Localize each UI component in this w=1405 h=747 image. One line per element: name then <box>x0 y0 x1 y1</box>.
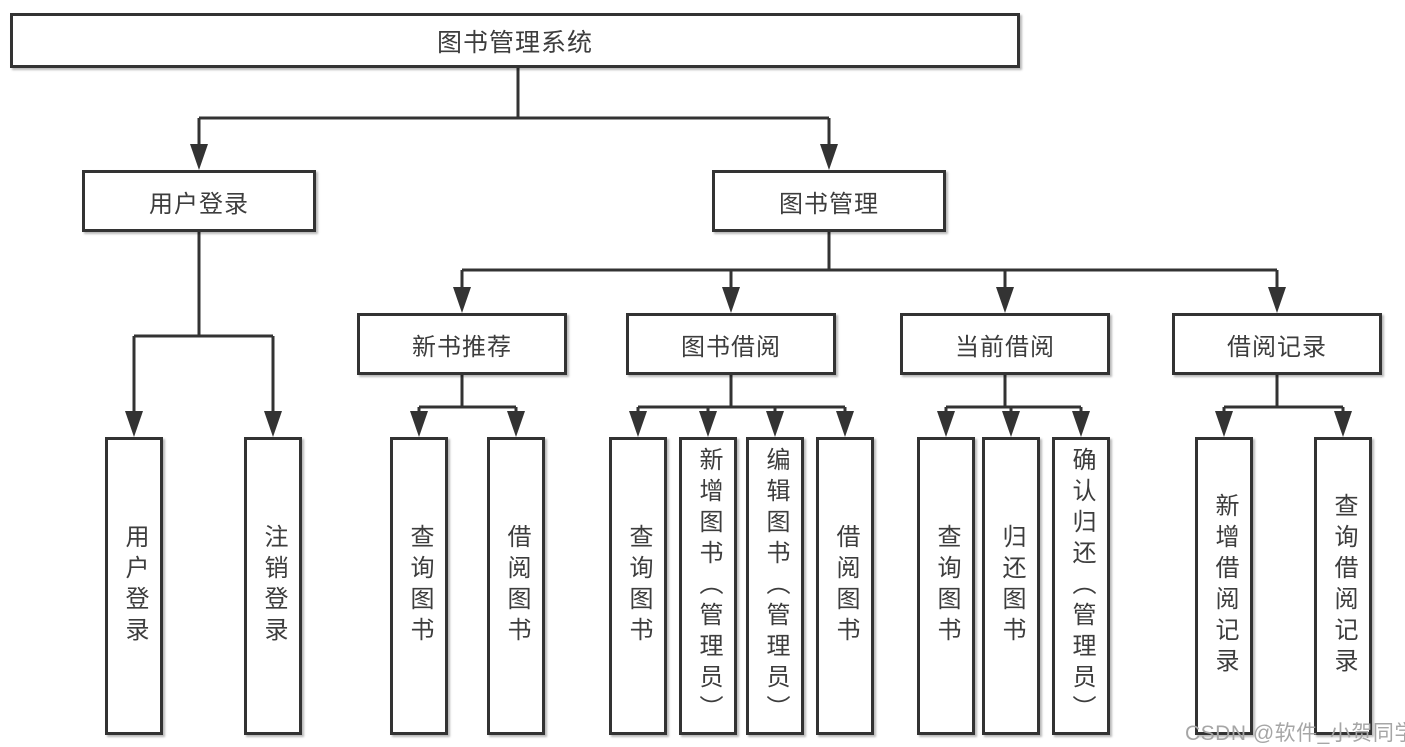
node-book-borrow: 图书借阅 <box>626 313 836 375</box>
watermark: CSDN @软件_小贺同学 <box>1185 722 1405 745</box>
connector-user-login <box>132 232 275 413</box>
node-cb-return-book: 归还图书 <box>982 437 1040 735</box>
node-label: 用户登录 <box>121 524 148 648</box>
node-book-management: 图书管理 <box>712 170 946 232</box>
node-cb-confirm-return: 确认归还（管理员） <box>1052 437 1110 735</box>
node-new-book-recommend: 新书推荐 <box>357 313 567 375</box>
node-label: 查询图书 <box>406 524 433 648</box>
node-label: 借阅图书 <box>503 524 530 648</box>
arrowheads <box>125 144 1352 437</box>
connector-current-borrow <box>944 375 1083 413</box>
node-br-add-record: 新增借阅记录 <box>1195 437 1253 735</box>
node-label: 查询图书 <box>625 524 652 648</box>
node-label: 当前借阅 <box>955 333 1055 361</box>
node-label: 查询借阅记录 <box>1330 493 1357 679</box>
connector-root <box>197 68 831 146</box>
node-bb-query-book: 查询图书 <box>609 437 667 735</box>
node-label: 查询图书 <box>933 524 960 648</box>
node-label: 图书借阅 <box>681 333 781 361</box>
node-borrow-record: 借阅记录 <box>1172 313 1382 375</box>
node-label: 用户登录 <box>149 190 249 218</box>
node-bb-add-book: 新增图书（管理员） <box>679 437 737 735</box>
node-br-query-record: 查询借阅记录 <box>1314 437 1372 735</box>
connector-book-management <box>460 232 1279 289</box>
node-label: 图书管理 <box>779 190 879 218</box>
connector-new-book-recommend <box>417 375 518 413</box>
node-library-system: 图书管理系统 <box>10 13 1020 68</box>
connector-book-borrow <box>636 375 847 413</box>
node-rec-borrow-book: 借阅图书 <box>487 437 545 735</box>
node-label: 图书管理系统 <box>436 28 593 57</box>
node-label: 借阅图书 <box>832 524 859 648</box>
node-user-login: 用户登录 <box>82 170 316 232</box>
node-label: 借阅记录 <box>1227 333 1327 361</box>
node-label: 注销登录 <box>260 524 287 648</box>
node-label: 新增图书（管理员） <box>695 446 722 726</box>
node-current-borrow: 当前借阅 <box>900 313 1110 375</box>
node-label: 新增借阅记录 <box>1211 493 1238 679</box>
node-label: 归还图书 <box>998 524 1025 648</box>
node-label: 确认归还（管理员） <box>1068 446 1095 726</box>
node-bb-edit-book: 编辑图书（管理员） <box>746 437 804 735</box>
node-bb-borrow-book: 借阅图书 <box>816 437 874 735</box>
node-user-login-leaf: 用户登录 <box>105 437 163 735</box>
connector-borrow-record <box>1222 375 1345 413</box>
node-logout: 注销登录 <box>244 437 302 735</box>
node-cb-query-book: 查询图书 <box>917 437 975 735</box>
node-label: 新书推荐 <box>412 333 512 361</box>
node-rec-query-book: 查询图书 <box>390 437 448 735</box>
node-label: 编辑图书（管理员） <box>762 446 789 726</box>
